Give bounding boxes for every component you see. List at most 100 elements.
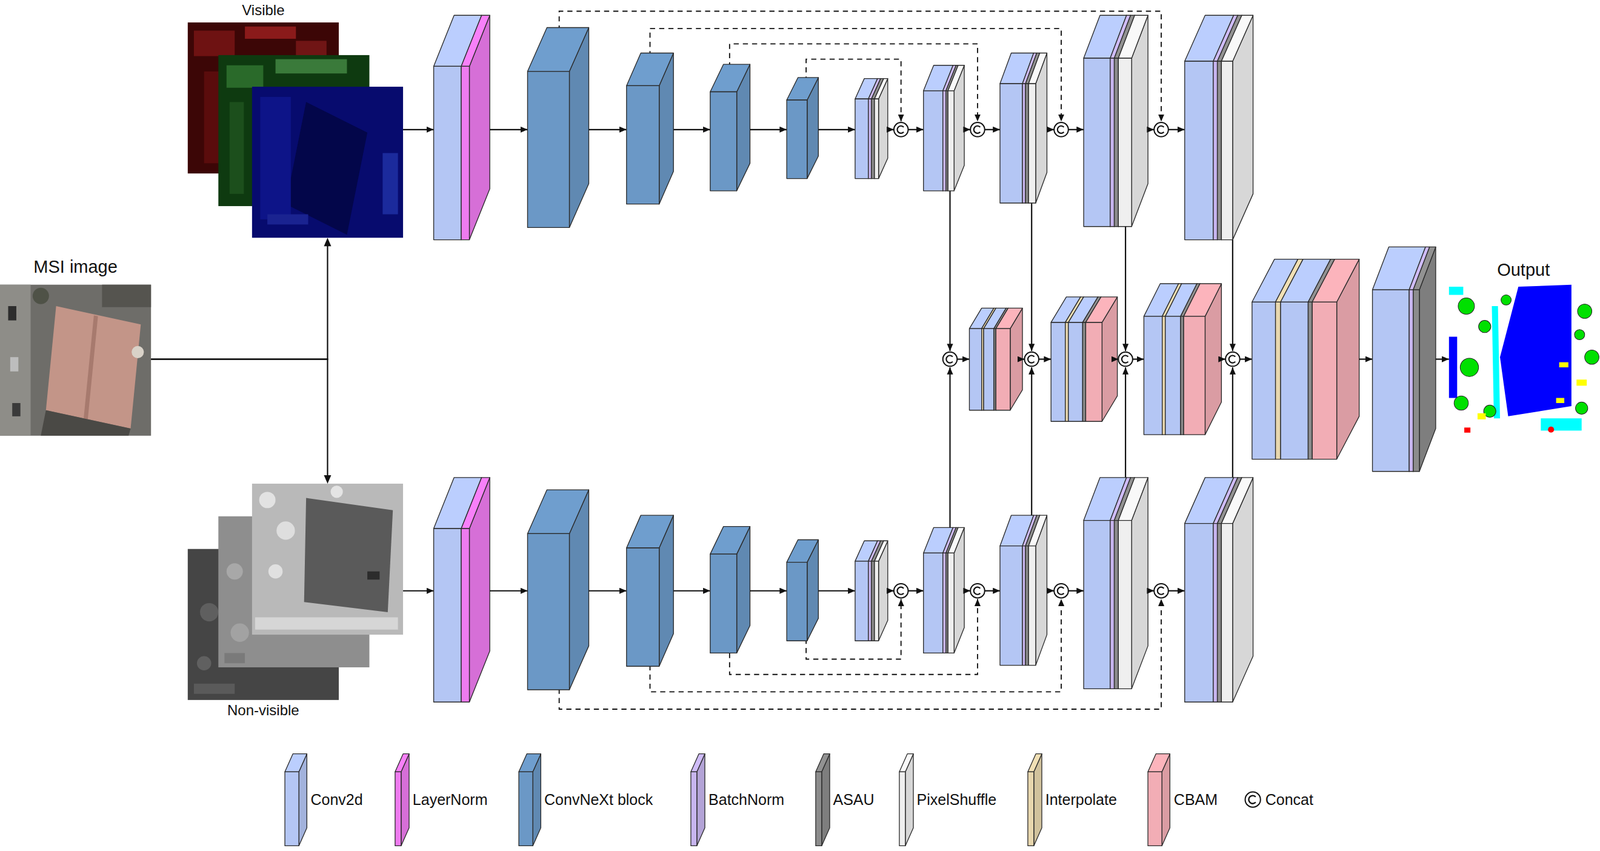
image-patch — [224, 652, 245, 664]
block-top — [815, 753, 830, 773]
block-front — [1065, 322, 1069, 422]
block-top — [947, 65, 965, 91]
image-patch — [226, 563, 244, 580]
block-front — [461, 528, 470, 702]
legend-item: PixelShuffle — [898, 752, 997, 847]
flow-arrow — [489, 129, 528, 131]
flow-arrow — [887, 129, 894, 131]
concat-mark — [896, 126, 904, 134]
layer-block — [527, 27, 589, 228]
block-front — [871, 561, 875, 641]
image-stack: Visible — [187, 0, 404, 238]
concat-mark — [973, 587, 981, 595]
block-front — [433, 66, 462, 240]
flow-arrow — [984, 590, 1000, 592]
image-patch — [12, 403, 20, 417]
block-top — [461, 477, 490, 529]
concat-mark — [1157, 587, 1165, 595]
block-top — [1221, 15, 1253, 62]
class-patch — [1464, 427, 1471, 433]
block-front — [1217, 61, 1222, 240]
legend-label: Concat — [1265, 790, 1314, 809]
non-visible-bands — [187, 483, 404, 700]
input-image: MSI image — [0, 255, 151, 436]
block-front — [923, 552, 944, 653]
legend-item: ASAU — [814, 752, 875, 847]
legend-label: PixelShuffle — [916, 790, 997, 809]
flow-arrow — [1124, 226, 1127, 351]
concat-circle — [970, 583, 985, 599]
block-front — [868, 98, 872, 179]
flow-arrow — [489, 590, 528, 592]
concat-mark — [946, 355, 953, 364]
block-front — [1028, 83, 1036, 204]
block-front — [1183, 316, 1205, 435]
layer-block — [786, 540, 819, 642]
flow-arrow — [1168, 129, 1185, 131]
block-front — [1221, 523, 1233, 703]
block-front — [1372, 289, 1410, 472]
block-front — [1143, 316, 1162, 435]
layer-block — [1252, 259, 1360, 460]
image-patch — [131, 346, 144, 359]
flow-arrow — [964, 129, 971, 131]
concat-mark — [1057, 587, 1065, 595]
legend-label: LayerNorm — [412, 790, 488, 809]
flow-arrow — [1132, 358, 1145, 360]
layer-block — [710, 64, 751, 191]
concat-mark — [973, 126, 981, 134]
block-front — [518, 771, 533, 846]
block-front — [1027, 771, 1034, 846]
flow-arrow — [403, 129, 434, 131]
image-patch — [260, 96, 291, 220]
layer-block — [1083, 477, 1148, 689]
node-label: Visible — [241, 1, 285, 20]
block-front — [1409, 289, 1414, 472]
concat-symbol — [893, 583, 909, 599]
legend-item: Interpolate — [1026, 752, 1117, 847]
block-front — [969, 328, 982, 411]
flow-arrow — [949, 367, 951, 530]
flow-arrow — [588, 129, 627, 131]
legend-label: CBAM — [1173, 790, 1218, 809]
block-front — [1312, 301, 1337, 459]
flow-arrow — [1068, 590, 1084, 592]
flow-arrow — [1240, 358, 1253, 360]
roof — [46, 306, 142, 429]
legend-label: Interpolate — [1045, 790, 1117, 809]
block-front — [786, 562, 808, 642]
block-front — [1022, 83, 1026, 204]
legend-swatch — [1146, 752, 1171, 847]
class-patch — [1477, 413, 1486, 420]
image-patch — [1478, 320, 1491, 333]
block-front — [923, 90, 944, 191]
block-front — [1180, 316, 1184, 435]
flow-arrow — [1168, 590, 1185, 592]
concat-circle — [1024, 352, 1039, 367]
layer-block — [855, 78, 888, 179]
block-front — [1050, 322, 1066, 422]
block-front — [1217, 523, 1222, 703]
concat-mark — [1229, 355, 1236, 364]
layer-block — [1372, 246, 1436, 471]
layer-block — [1050, 296, 1117, 422]
blue-band — [252, 86, 404, 238]
concat-mark — [896, 587, 904, 595]
output-image: Output — [1449, 259, 1600, 436]
image-patch — [267, 214, 308, 225]
block-front — [1110, 58, 1115, 227]
concat-mark — [1249, 795, 1256, 804]
block-front — [1028, 546, 1036, 666]
grey-band — [252, 483, 404, 635]
image-patch — [382, 153, 398, 215]
layer-block — [626, 515, 674, 667]
class-patch — [1540, 418, 1582, 431]
image-patch — [244, 26, 296, 39]
image-patch — [255, 616, 399, 630]
concat-mark — [1027, 355, 1035, 364]
block-top — [899, 753, 914, 773]
block-front — [1252, 301, 1276, 459]
flow-arrow — [818, 590, 856, 592]
block-front — [1082, 322, 1086, 422]
